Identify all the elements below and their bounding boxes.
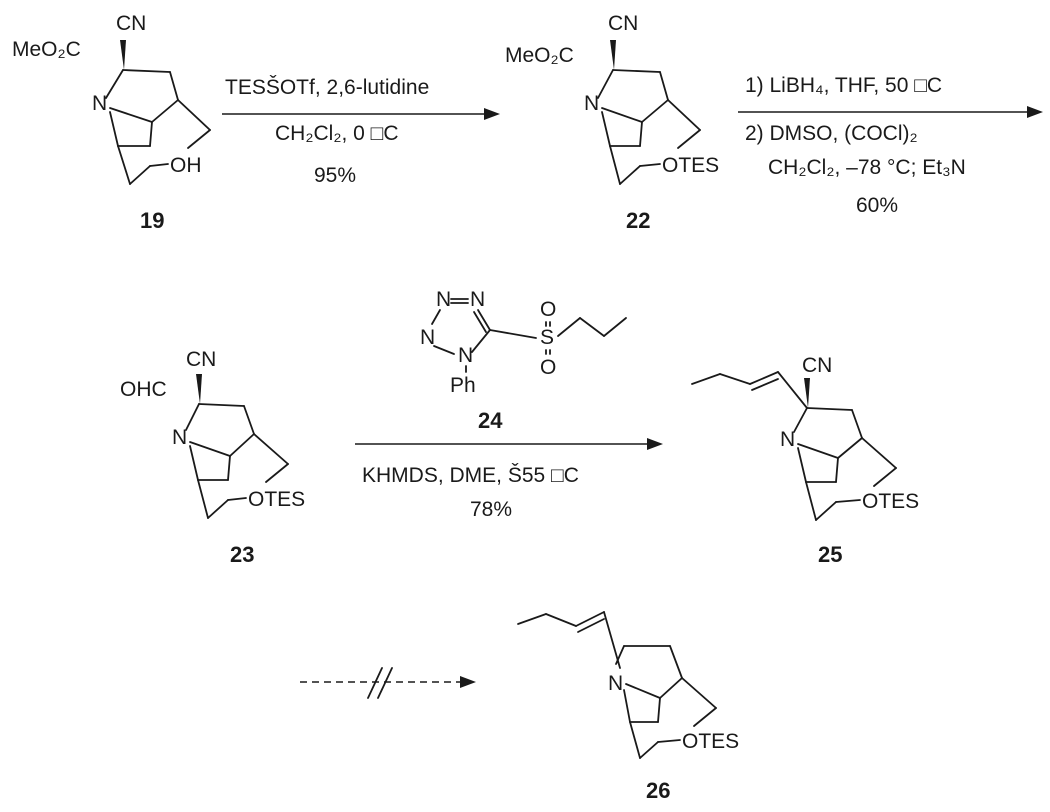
sulfonyl-o-label: O [540, 356, 556, 379]
step-4-failed-arrow [300, 667, 476, 699]
compound-number: 22 [626, 208, 650, 233]
compound-25: CN N OTES 25 [691, 354, 919, 567]
cross-mark [367, 667, 383, 699]
bicyclic-skeleton [615, 645, 717, 759]
step-1-reagents: TESŠOTf, 2,6-lutidine [225, 76, 429, 99]
amine-n-label: N [608, 672, 623, 695]
bicyclic-skeleton [793, 378, 897, 521]
compound-number: 24 [478, 408, 503, 433]
nitrile-label: CN [802, 354, 832, 377]
bicyclic-skeleton [105, 40, 211, 185]
arrow-head-4 [460, 676, 476, 688]
compound-19: MeO₂C CN N OH 19 [12, 12, 211, 233]
hydroxyl-label: OH [170, 154, 202, 177]
step-2-arrow: 1) LiBH₄, THF, 50 □C 2) DMSO, (COCl)₂ CH… [738, 74, 1043, 217]
butenyl-chain [691, 371, 808, 409]
nitrile-label: CN [608, 12, 638, 35]
sulfur-label: S [540, 326, 554, 349]
aldehyde-label: OHC [120, 378, 167, 401]
nitrile-label: CN [186, 348, 216, 371]
amine-n-label: N [172, 426, 187, 449]
compound-23: OHC CN N OTES 23 [120, 348, 305, 567]
tetrazole-ring [431, 298, 537, 373]
step-1-arrow: TESŠOTf, 2,6-lutidine CH₂Cl₂, 0 □C 95% [222, 76, 500, 187]
compound-number: 26 [646, 778, 670, 803]
step-3-conditions: KHMDS, DME, Š55 □C [362, 464, 579, 487]
step-1-conditions: CH₂Cl₂, 0 □C [275, 122, 399, 145]
tetrazole-n-label: N [458, 344, 473, 367]
compound-24: N N N N Ph S O O 24 [420, 288, 627, 433]
nitrile-label: CN [116, 12, 146, 35]
sulfonyl-o-label: O [540, 298, 556, 321]
step-2-line-3: CH₂Cl₂, –78 °C; Et₃N [768, 156, 966, 179]
bicyclic-skeleton [185, 374, 289, 519]
ester-label: MeO₂C [12, 38, 81, 61]
arrow-head-1 [484, 108, 500, 120]
amine-n-label: N [92, 92, 107, 115]
step-3-yield: 78% [470, 498, 512, 521]
tetrazole-n-label: N [420, 326, 435, 349]
ester-label: MeO₂C [505, 44, 574, 67]
step-2-line-2: 2) DMSO, (COCl)₂ [745, 122, 918, 145]
compound-number: 19 [140, 208, 164, 233]
tetrazole-n-label: N [436, 288, 451, 311]
amine-n-label: N [584, 92, 599, 115]
arrow-head-3 [647, 438, 663, 450]
step-2-line-1: 1) LiBH₄, THF, 50 □C [745, 74, 942, 97]
silyl-ether-label: OTES [682, 730, 739, 753]
compound-22: MeO₂C CN N OTES 22 [505, 12, 719, 233]
silyl-ether-label: OTES [662, 154, 719, 177]
arrow-head-2 [1027, 106, 1043, 118]
step-1-yield: 95% [314, 164, 356, 187]
butenyl-chain [517, 611, 621, 669]
step-2-yield: 60% [856, 194, 898, 217]
sulfonyl-and-propyl [545, 317, 627, 355]
compound-number: 23 [230, 542, 254, 567]
cross-mark [377, 667, 393, 699]
compound-26: N OTES 26 [517, 611, 739, 803]
step-3-arrow: KHMDS, DME, Š55 □C 78% [355, 438, 663, 521]
amine-n-label: N [780, 428, 795, 451]
phenyl-label: Ph [450, 374, 476, 397]
compound-number: 25 [818, 542, 842, 567]
tetrazole-n-label: N [470, 288, 485, 311]
silyl-ether-label: OTES [862, 490, 919, 513]
silyl-ether-label: OTES [248, 488, 305, 511]
bicyclic-skeleton [597, 40, 701, 185]
